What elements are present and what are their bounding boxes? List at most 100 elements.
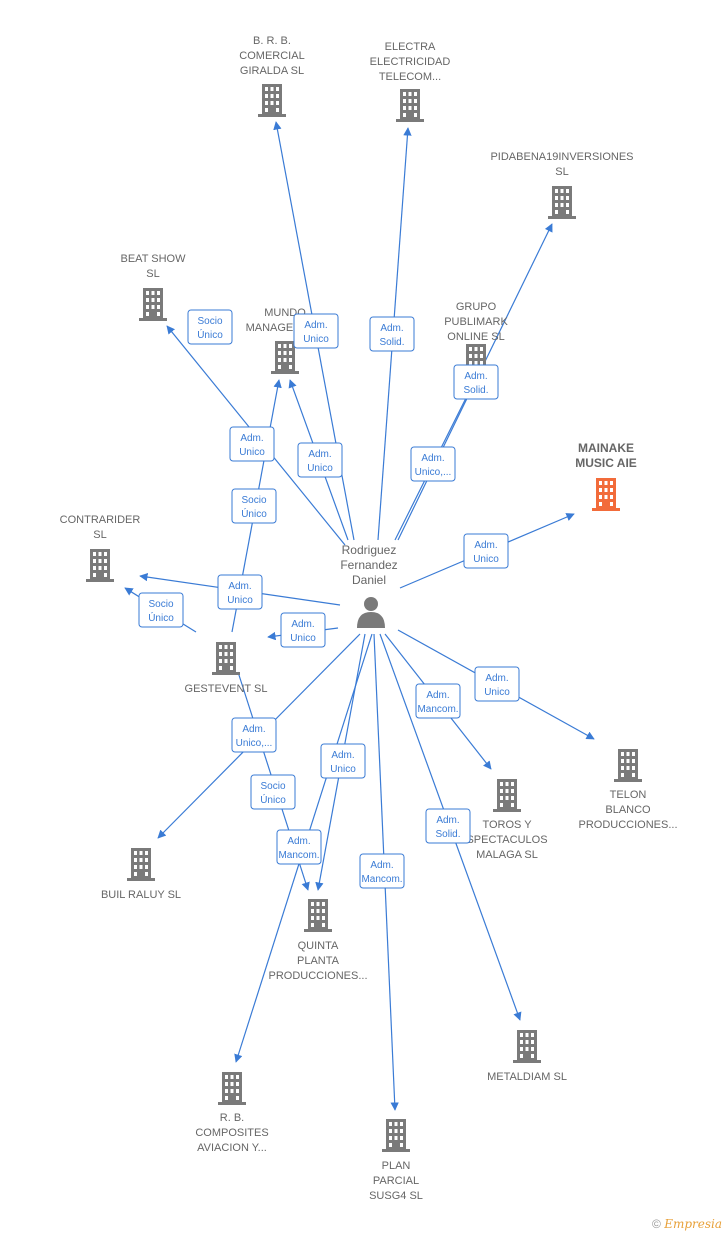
badge-text: Unico: [290, 633, 316, 644]
role-badge[interactable]: Adm.Unico: [297, 442, 343, 478]
badge-text: Adm.: [426, 690, 449, 701]
building-icon: [127, 848, 155, 881]
badge-box: [138, 592, 184, 628]
badge-text: Adm.: [242, 724, 265, 735]
company-label: B. R. B.: [253, 35, 291, 47]
role-badge[interactable]: Adm. Mancom.: [415, 683, 461, 719]
building-icon: [218, 1072, 246, 1105]
badge-box: [453, 364, 499, 400]
company-label: SL: [93, 529, 106, 541]
building-icon: [614, 749, 642, 782]
company-node-pidabena[interactable]: PIDABENA19INVERSIONES SL: [490, 151, 634, 219]
badge-text: Solid.: [379, 337, 404, 348]
building-icon: [592, 478, 620, 511]
role-badge[interactable]: Adm. Solid.: [369, 316, 415, 352]
company-label: PRODUCCIONES...: [268, 970, 367, 982]
badge-text: Adm.: [291, 619, 314, 630]
company-node-metaldiam[interactable]: METALDIAM SL: [487, 1030, 567, 1083]
badge-box: [229, 426, 275, 462]
company-label: MUSIC AIE: [575, 456, 637, 470]
badge-text: Solid.: [435, 829, 460, 840]
copyright-symbol: ©: [652, 1217, 661, 1231]
badge-box: [359, 853, 405, 889]
badge-box: [369, 316, 415, 352]
company-label: BUIL RALUY SL: [101, 889, 181, 901]
role-badge[interactable]: Adm.Unico: [463, 533, 509, 569]
badge-text: Adm.: [228, 581, 251, 592]
company-label: PUBLIMARK: [444, 316, 508, 328]
role-badge[interactable]: Adm. Unico: [293, 313, 339, 349]
badge-text: Unico: [303, 334, 329, 345]
role-badge[interactable]: Adm.Unico,...: [410, 446, 456, 482]
role-badge[interactable]: Adm.Solid.: [425, 808, 471, 844]
building-icon: [212, 642, 240, 675]
badge-box: [280, 612, 326, 648]
badge-box: [425, 808, 471, 844]
badge-box: [217, 574, 263, 610]
badge-text: Adm.: [380, 323, 403, 334]
badge-text: Adm.: [474, 540, 497, 551]
company-label: R. B.: [220, 1112, 244, 1124]
badge-text: Unico: [227, 595, 253, 606]
building-icon: [258, 84, 286, 117]
badge-box: [231, 488, 277, 524]
role-badge[interactable]: Adm.Unico: [474, 666, 520, 702]
company-label: PRODUCCIONES...: [578, 819, 677, 831]
company-node-electra[interactable]: ELECTRAELECTRICIDADTELECOM...: [370, 41, 451, 122]
company-label: PIDABENA19INVERSIONES: [490, 151, 633, 163]
badge-text: Unico: [307, 463, 333, 474]
company-node-telon[interactable]: TELONBLANCOPRODUCCIONES...: [578, 749, 678, 831]
company-label: SL: [555, 166, 568, 178]
role-badge[interactable]: Adm.Unico,...: [231, 717, 277, 753]
footer-brand: © Empresia: [652, 1217, 722, 1231]
badge-text: Único: [148, 611, 174, 624]
role-badge[interactable]: Adm.Solid.: [453, 364, 499, 400]
badge-text: Mancom.: [361, 874, 402, 885]
role-badge[interactable]: Adm.Mancom.: [276, 829, 322, 865]
badge-text: Adm.: [421, 453, 444, 464]
badge-box: [187, 309, 233, 345]
badge-text: Socio: [260, 781, 285, 792]
company-label: PLAN: [382, 1160, 411, 1172]
company-label: TOROS Y: [482, 819, 532, 831]
company-label: SUSG4 SL: [369, 1190, 423, 1202]
role-badge[interactable]: Adm.Unico: [320, 743, 366, 779]
company-label: QUINTA: [298, 940, 339, 952]
badge-text: Adm.: [304, 320, 327, 331]
company-label: ONLINE SL: [447, 331, 504, 343]
building-icon: [493, 779, 521, 812]
role-badge[interactable]: Adm.Unico: [229, 426, 275, 462]
person-icon: [357, 597, 385, 628]
company-node-gestevent[interactable]: GESTEVENT SL: [185, 642, 268, 695]
company-node-quinta[interactable]: QUINTAPLANTAPRODUCCIONES...: [268, 899, 368, 982]
company-label: COMPOSITES: [195, 1127, 268, 1139]
role-badge[interactable]: Adm.Mancom.: [359, 853, 405, 889]
company-label: ELECTRA: [385, 41, 436, 53]
badge-text: Socio: [148, 599, 173, 610]
role-badge[interactable]: Adm. Unico: [217, 574, 263, 610]
badge-text: Mancom.: [417, 704, 458, 715]
badge-text: Solid.: [463, 385, 488, 396]
building-icon: [396, 89, 424, 122]
badge-text: Adm.: [485, 673, 508, 684]
company-label: BEAT SHOW: [121, 253, 187, 265]
role-badge[interactable]: Adm. Unico: [280, 612, 326, 648]
company-label: SPECTACULOS: [466, 834, 547, 846]
building-icon: [139, 288, 167, 321]
company-label: ELECTRICIDAD: [370, 56, 451, 68]
company-node-buil[interactable]: BUIL RALUY SL: [101, 848, 181, 901]
badge-box: [293, 313, 339, 349]
